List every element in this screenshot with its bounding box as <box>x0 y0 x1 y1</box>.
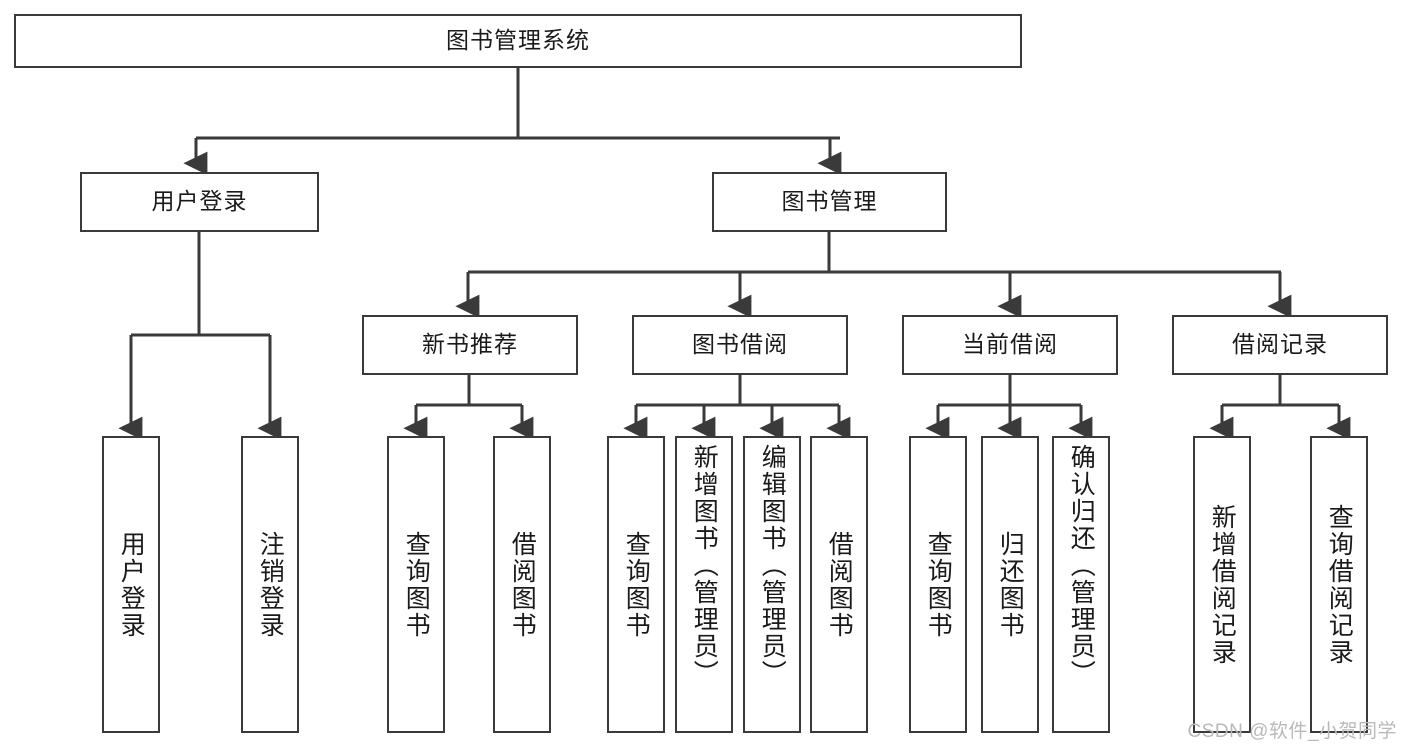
node-label: 查询图书 <box>402 530 431 639</box>
node-label: 归还图书 <box>996 530 1025 639</box>
node-label: 查询借阅记录 <box>1325 503 1354 666</box>
node-label: 用户登录 <box>117 530 146 639</box>
node-label: 查询图书 <box>924 530 953 639</box>
node-new-book-recommend[interactable]: 新书推荐 <box>362 315 578 375</box>
leaf-return-book[interactable]: 归还图书 <box>981 436 1039 733</box>
node-label: 当前借阅 <box>962 331 1058 358</box>
node-label: 确认归还（管理员） <box>1067 444 1096 687</box>
leaf-logout-login[interactable]: 注销登录 <box>241 436 299 733</box>
node-book-management[interactable]: 图书管理 <box>712 172 947 232</box>
leaf-query-book-3[interactable]: 查询图书 <box>909 436 967 733</box>
node-label: 图书借阅 <box>692 331 788 358</box>
node-label: 注销登录 <box>256 530 285 639</box>
watermark-text: CSDN @软件_小贺同学 <box>1187 721 1397 742</box>
node-label: 借阅图书 <box>508 530 537 639</box>
node-book-borrow[interactable]: 图书借阅 <box>632 315 848 375</box>
node-label: 用户登录 <box>151 188 248 215</box>
node-label: 查询图书 <box>622 530 651 639</box>
leaf-borrow-book-2[interactable]: 借阅图书 <box>810 436 868 733</box>
node-label: 借阅图书 <box>825 530 854 639</box>
node-user-login[interactable]: 用户登录 <box>80 172 319 232</box>
node-label: 新增借阅记录 <box>1208 503 1237 666</box>
node-label: 新增图书（管理员） <box>690 444 719 687</box>
leaf-query-book-2[interactable]: 查询图书 <box>607 436 665 733</box>
node-label: 图书管理 <box>781 188 878 215</box>
node-label: 编辑图书（管理员） <box>758 444 787 687</box>
leaf-add-book[interactable]: 新增图书（管理员） <box>675 436 733 733</box>
node-label: 新书推荐 <box>422 331 518 358</box>
node-root-system[interactable]: 图书管理系统 <box>14 14 1022 68</box>
leaf-user-login[interactable]: 用户登录 <box>102 436 160 733</box>
leaf-add-record[interactable]: 新增借阅记录 <box>1193 436 1251 733</box>
node-current-borrow[interactable]: 当前借阅 <box>902 315 1118 375</box>
node-label: 借阅记录 <box>1232 331 1328 358</box>
leaf-confirm-return[interactable]: 确认归还（管理员） <box>1052 436 1110 733</box>
node-label: 图书管理系统 <box>446 27 590 54</box>
node-borrow-record[interactable]: 借阅记录 <box>1172 315 1388 375</box>
leaf-query-book-1[interactable]: 查询图书 <box>387 436 445 733</box>
leaf-edit-book[interactable]: 编辑图书（管理员） <box>743 436 801 733</box>
leaf-query-record[interactable]: 查询借阅记录 <box>1310 436 1368 733</box>
leaf-borrow-book-1[interactable]: 借阅图书 <box>493 436 551 733</box>
